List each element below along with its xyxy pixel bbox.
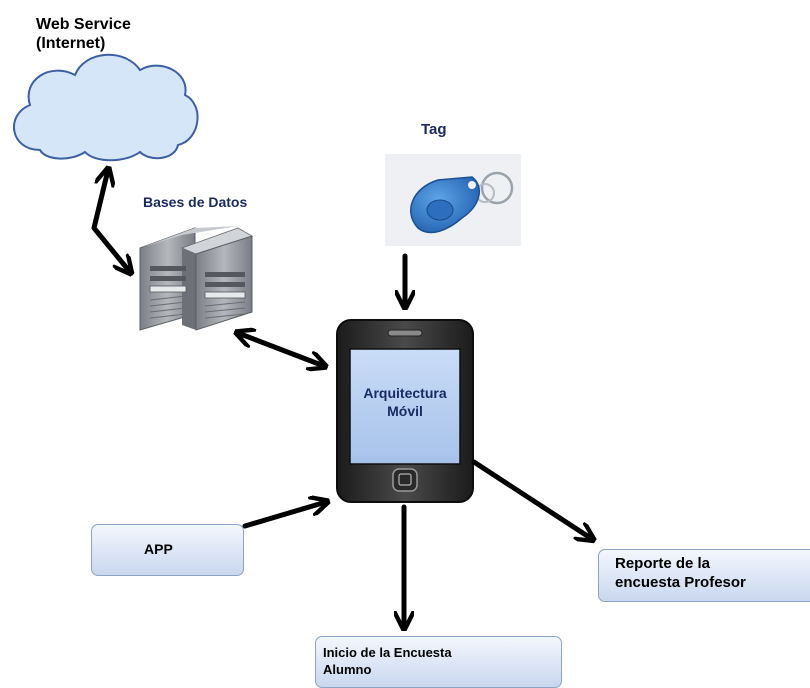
arrow-app-phone: [242, 502, 326, 529]
survey-line1: Inicio de la Encuesta: [323, 645, 452, 660]
tag-label: Tag: [421, 121, 447, 138]
arrow-database-phone: [238, 333, 324, 366]
survey-box: Inicio de la Encuesta Alumno: [315, 636, 562, 688]
survey-line2: Alumno: [323, 662, 372, 677]
mobile-phone-icon: [336, 319, 474, 503]
web-service-line2: (Internet): [36, 35, 106, 52]
database-server-icon: [139, 226, 253, 331]
survey-label: Inicio de la Encuesta Alumno: [323, 644, 452, 678]
web-service-label: Web Service (Internet): [36, 15, 131, 53]
report-label: Reporte de la encuesta Profesor: [615, 554, 746, 592]
report-line2: encuesta Profesor: [615, 574, 746, 591]
cloud-icon: [13, 53, 199, 162]
database-label: Bases de Datos: [143, 194, 248, 210]
arrow-cloud-database: [91, 170, 130, 272]
app-box: APP: [91, 524, 244, 576]
report-box: Reporte de la encuesta Profesor: [598, 549, 810, 602]
arrow-phone-report: [471, 459, 592, 539]
phone-label-line2: Móvil: [387, 403, 423, 419]
phone-label-line1: Arquitectura: [363, 385, 447, 401]
report-line1: Reporte de la: [615, 555, 711, 572]
web-service-line1: Web Service: [36, 16, 131, 33]
phone-screen-label: Arquitectura Móvil: [350, 384, 460, 420]
app-label: APP: [144, 541, 173, 557]
tag-image: [385, 154, 521, 246]
